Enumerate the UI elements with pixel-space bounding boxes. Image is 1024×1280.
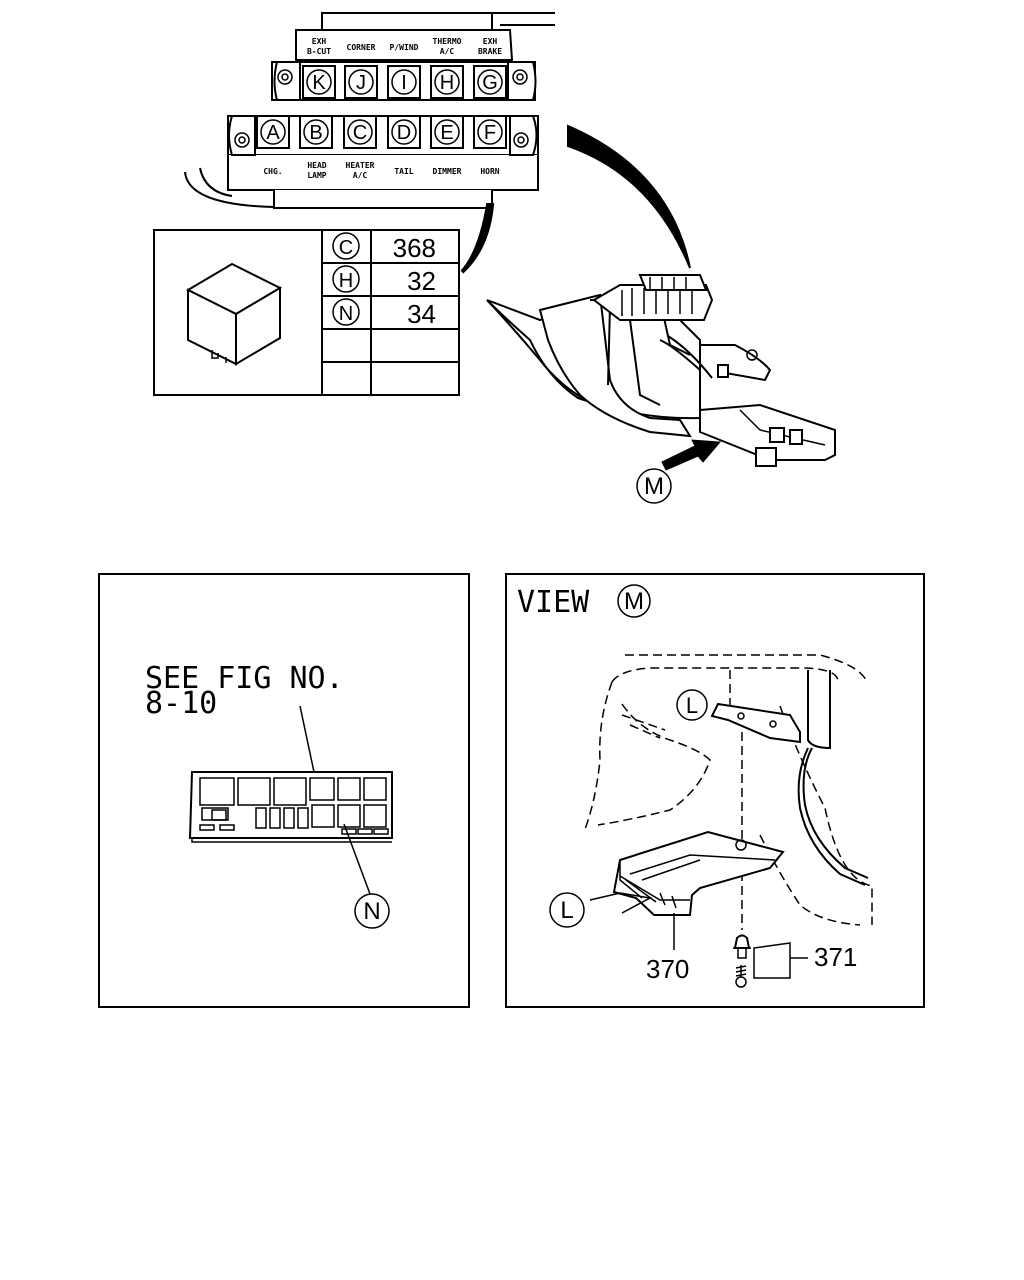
fuse-label-j-1: CORNER: [347, 43, 376, 52]
view-label: VIEW: [517, 585, 590, 620]
svg-text:I: I: [401, 72, 407, 94]
fuse-slot-b: B: [299, 115, 333, 149]
table-key-h: H: [339, 270, 353, 292]
svg-text:A: A: [266, 122, 280, 144]
bracket-370: [612, 830, 785, 916]
panel-see-fig: SEE FIG NO. 8-10: [98, 573, 470, 1008]
fuse-slot-a: A: [256, 115, 290, 149]
part-number-370: 370: [646, 954, 689, 984]
fuse-label-f-1: HORN: [480, 167, 499, 176]
table-part-34: 34: [407, 299, 436, 329]
fuse-label-c-1: HEATER: [346, 161, 375, 170]
callout-l-lower-icon: [549, 892, 585, 928]
part-number-371: 371: [814, 942, 857, 972]
table-key-n: N: [339, 303, 353, 325]
fuse-label-e-1: DIMMER: [433, 167, 462, 176]
callout-l-lower: L: [560, 897, 573, 924]
screw-hole-icon: [277, 69, 293, 85]
fuse-slot-e: E: [430, 115, 464, 149]
fuse-slot-k: K: [302, 65, 336, 99]
mount-ear-left-top: [273, 61, 301, 101]
fuse-label-b-1: HEAD: [307, 161, 326, 170]
table-key-c: C: [339, 237, 353, 259]
table-part-368: 368: [393, 233, 436, 263]
mount-ear-left-bottom: [228, 115, 256, 156]
svg-text:D: D: [397, 122, 411, 144]
fuse-slot-f: F: [473, 115, 507, 149]
callout-l-upper: L: [686, 693, 698, 718]
fuse-label-b-2: LAMP: [307, 171, 326, 180]
fuse-label-c-2: A/C: [353, 171, 368, 180]
leader-arc-to-vehicle: [567, 124, 691, 269]
fuse-slot-d: D: [387, 115, 421, 149]
fuse-slot-h: H: [430, 65, 464, 99]
view-m-callout-icon: [617, 584, 651, 618]
screw-hole-icon: [234, 132, 250, 148]
fuse-box-sketch: [188, 771, 393, 843]
fuse-block: EXH B-CUT CORNER P/WIND THERMO A/C EXH B…: [184, 12, 555, 209]
svg-text:H: H: [440, 72, 454, 94]
callout-n-icon: [354, 893, 390, 929]
panel-left-callout-n: N: [363, 898, 380, 925]
svg-text:B: B: [309, 122, 322, 144]
relay-cube-icon: [185, 262, 283, 366]
svg-text:G: G: [482, 72, 498, 94]
view-arrow-icon: [661, 439, 722, 471]
fuse-label-g-1: EXH: [483, 37, 498, 46]
screw-hole-icon: [512, 69, 528, 85]
svg-text:F: F: [484, 122, 496, 144]
leader-arc-to-table: [460, 203, 495, 274]
callout-n-icon: [332, 298, 360, 326]
callout-h-icon: [332, 265, 360, 293]
mount-ear-right-bottom: [509, 115, 538, 156]
fuse-label-i-1: P/WIND: [390, 43, 419, 52]
screw-hole-icon: [513, 132, 529, 148]
fuse-slot-j: J: [344, 65, 378, 99]
svg-text:K: K: [312, 72, 326, 94]
mount-ear-right-top: [507, 61, 537, 101]
clip-icon: [733, 934, 751, 959]
fuse-slot-g: G: [473, 65, 507, 99]
fuse-label-g-2: BRAKE: [478, 47, 502, 56]
view-m-callout: M: [624, 588, 644, 615]
fuse-label-d-1: TAIL: [394, 167, 413, 176]
fuse-label-h-1: THERMO: [433, 37, 462, 46]
see-fig-line1: SEE FIG NO.: [145, 661, 344, 696]
fuse-label-k-2: B-CUT: [307, 47, 331, 56]
relay-table: C 368 H 32 N 34: [153, 229, 460, 396]
table-part-32: 32: [407, 266, 436, 296]
callout-m-icon: [636, 468, 672, 504]
svg-text:J: J: [356, 72, 366, 94]
screw-icon: [735, 965, 747, 988]
vehicle-location-drawing: [486, 274, 836, 471]
fuse-label-k-1: EXH: [312, 37, 327, 46]
fuse-slot-c: C: [343, 115, 377, 149]
callout-m: M: [644, 473, 664, 500]
svg-text:C: C: [353, 122, 367, 144]
svg-text:E: E: [440, 122, 453, 144]
fuse-slot-i: I: [387, 65, 421, 99]
fuse-label-h-2: A/C: [440, 47, 455, 56]
callout-c-icon: [332, 232, 360, 260]
panel-view-m: VIEW M L: [505, 573, 925, 1008]
fuse-label-a-1: CHG.: [263, 167, 282, 176]
callout-l-upper-icon: [676, 689, 708, 721]
see-fig-line2: 8-10: [145, 686, 217, 721]
